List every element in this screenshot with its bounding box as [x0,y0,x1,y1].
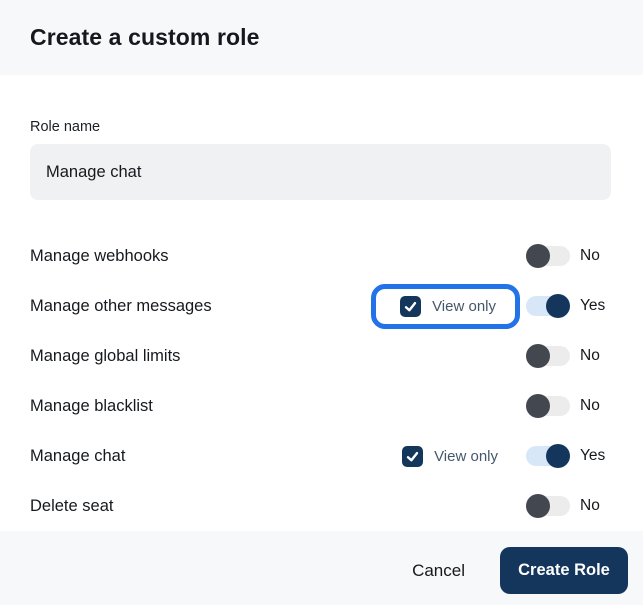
permission-label: Manage chat [30,446,126,465]
toggle-state-label: No [580,247,600,264]
dialog-footer: Cancel Create Role [0,531,643,605]
permission-controls: No [526,344,608,368]
permission-row-manage-other-messages: Manage other messages View only [30,281,613,331]
permission-controls: View only Yes [371,283,608,329]
permission-controls: No [526,394,608,418]
toggle-state-label: No [580,397,600,414]
toggle-switch[interactable] [526,494,570,518]
create-role-button[interactable]: Create Role [500,547,628,594]
toggle-state-label: Yes [580,447,606,464]
toggle-state-label: No [580,347,600,364]
toggle-knob [546,444,570,468]
view-only-label: View only [432,297,496,315]
permission-controls: No [526,244,608,268]
view-only-checkbox[interactable] [400,295,422,317]
view-only-checkbox[interactable] [402,445,424,467]
toggle-switch[interactable] [526,444,570,468]
permissions-list: Manage webhooks No Manage other messages [30,231,613,531]
view-only-group: View only [400,295,496,317]
permission-label: Delete seat [30,496,114,515]
role-name-input[interactable] [30,144,611,200]
view-only-group: View only [402,445,498,467]
role-name-label: Role name [30,119,101,135]
toggle-switch[interactable] [526,294,570,318]
permission-label: Manage global limits [30,346,181,365]
checkmark-icon [406,451,419,461]
toggle-knob [546,294,570,318]
dialog-title: Create a custom role [30,24,260,50]
permission-label: Manage other messages [30,296,212,315]
toggle-state-label: No [580,497,600,514]
permission-controls: No [526,494,608,518]
dialog-body: Role name Manage webhooks No Manage othe… [0,75,643,531]
permission-label: Manage webhooks [30,246,169,265]
toggle-switch[interactable] [526,344,570,368]
permission-row-manage-blacklist: Manage blacklist No [30,381,613,431]
checkmark-icon [404,301,417,311]
permission-row-manage-chat: Manage chat View only Yes [30,431,613,481]
dialog-header: Create a custom role [0,0,643,75]
permission-row-manage-webhooks: Manage webhooks No [30,231,613,281]
toggle-knob [526,394,550,418]
permission-controls: View only Yes [402,444,608,468]
view-only-label: View only [434,447,498,465]
permission-label: Manage blacklist [30,396,153,415]
toggle-switch[interactable] [526,244,570,268]
toggle-switch[interactable] [526,394,570,418]
toggle-knob [526,244,550,268]
cancel-button[interactable]: Cancel [408,553,469,589]
toggle-knob [526,494,550,518]
view-only-highlight-box: View only [371,283,520,329]
permission-row-delete-seat: Delete seat No [30,481,613,531]
permission-row-manage-global-limits: Manage global limits No [30,331,613,381]
toggle-knob [526,344,550,368]
toggle-state-label: Yes [580,297,606,314]
